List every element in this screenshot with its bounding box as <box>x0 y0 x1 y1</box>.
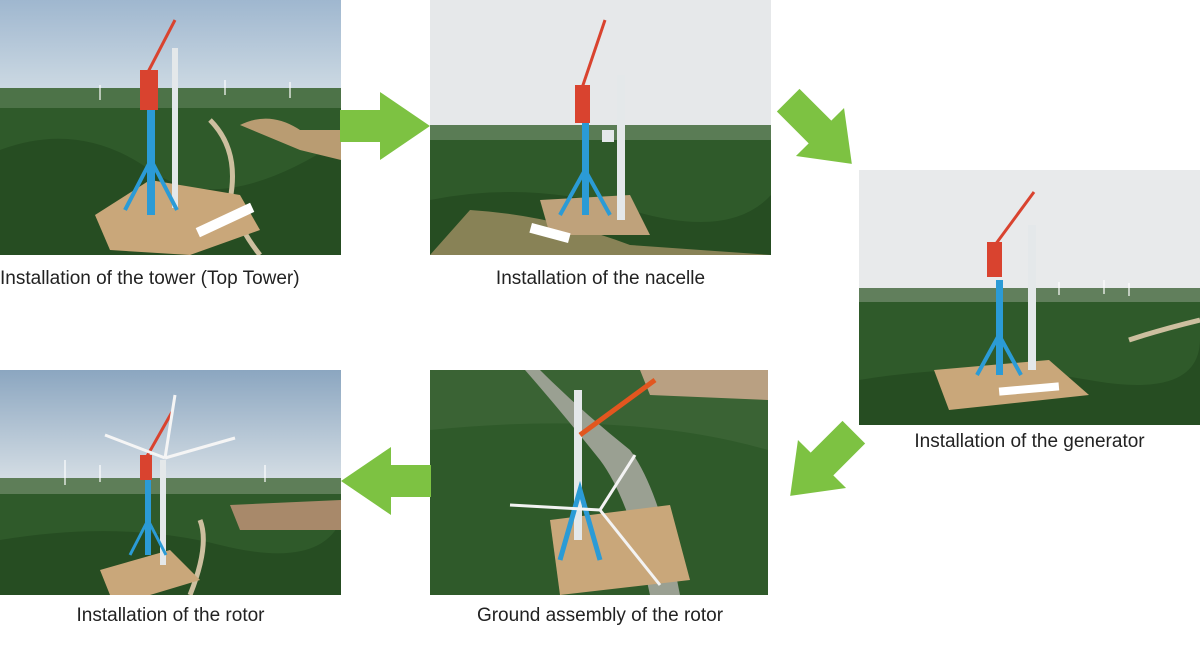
caption-tower: Installation of the tower (Top Tower) <box>0 268 300 289</box>
arrow-down-right-icon <box>776 88 860 172</box>
photo-tower-installation <box>0 0 341 255</box>
caption-generator: Installation of the generator <box>914 431 1145 452</box>
caption-nacelle: Installation of the nacelle <box>495 268 706 289</box>
caption-rotor-ground-assembly: Ground assembly of the rotor <box>476 605 724 626</box>
photo-rotor-ground-assembly <box>430 370 768 595</box>
photo-generator-installation <box>859 170 1200 425</box>
photo-nacelle-installation <box>430 0 771 255</box>
arrow-right-icon <box>340 92 430 160</box>
arrow-down-left-icon <box>782 420 866 504</box>
arrow-left-icon <box>341 447 431 515</box>
caption-rotor-installation: Installation of the rotor <box>76 605 265 626</box>
photo-rotor-installation <box>0 370 341 595</box>
